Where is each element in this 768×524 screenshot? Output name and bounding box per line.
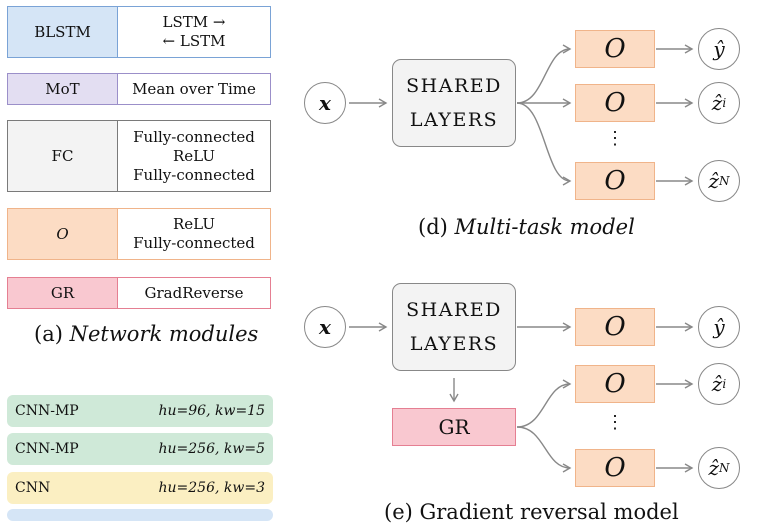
output-block-y: O [575,308,655,346]
output-block-zn: O [575,449,655,487]
output-block-zn: O [575,162,655,200]
output-node-y-hat: ŷ [698,306,740,348]
module-mot-label: MoT [8,74,118,104]
input-node-x: x [304,82,346,124]
module-mot: MoT Mean over Time [7,73,271,105]
module-blstm: BLSTM LSTM → ← LSTM [7,6,271,58]
cnn-layer-name: CNN [15,480,51,496]
shared-layers-block: SHARED LAYERS [392,59,516,147]
cnn-layer-2: CNN-MP hu=256, kw=5 [7,433,273,465]
module-o-desc: ReLU Fully-connected [118,209,270,259]
cnn-layer-params: hu=256, kw=5 [158,441,266,457]
cnn-layer-params: hu=256, kw=3 [158,480,266,496]
module-fc: FC Fully-connected ReLU Fully-connected [7,120,271,192]
input-node-x: x [304,306,346,348]
output-block-zi: O [575,84,655,122]
module-fc-label: FC [8,121,118,191]
module-gr-label: GR [8,278,118,308]
grad-reverse-block: GR [392,408,516,446]
module-o-label: O [8,209,118,259]
output-node-y-hat: ŷ [698,28,740,70]
module-blstm-label: BLSTM [8,7,118,57]
module-blstm-desc: LSTM → ← LSTM [118,7,270,57]
module-fc-desc: Fully-connected ReLU Fully-connected [118,121,270,191]
module-o: O ReLU Fully-connected [7,208,271,260]
output-block-y: O [575,30,655,68]
caption-network-modules: (a) Network modules [34,322,259,346]
cnn-layer-name: CNN-MP [15,403,79,419]
cnn-layer-params: hu=96, kw=15 [158,403,266,419]
module-mot-desc: Mean over Time [118,74,270,104]
shared-layers-block: SHARED LAYERS [392,283,516,371]
cnn-layer-name: CNN-MP [15,441,79,457]
ellipsis: ⋮ [606,412,624,433]
cnn-layer-4-partial [7,509,273,521]
output-block-zi: O [575,365,655,403]
module-gr: GR GradReverse [7,277,271,309]
caption-multitask: (d) Multi-task model [418,215,635,239]
module-gr-desc: GradReverse [118,278,270,308]
cnn-layer-1: CNN-MP hu=96, kw=15 [7,395,273,427]
caption-gradient-reversal: (e) Gradient reversal model [384,500,679,524]
cnn-layer-3: CNN hu=256, kw=3 [7,472,273,504]
ellipsis: ⋮ [606,128,624,149]
